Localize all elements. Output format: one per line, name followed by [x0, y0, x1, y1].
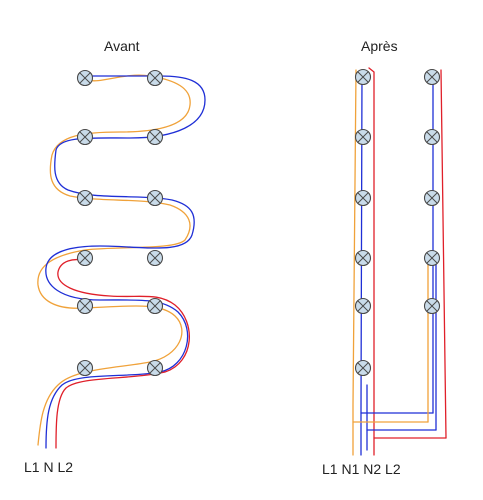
lamp-cross-icon [423, 189, 441, 207]
lamp-cross-icon [354, 359, 372, 377]
after-wiring [352, 67, 447, 456]
lamp-cross-icon [76, 359, 94, 377]
lamp-cross-icon [76, 128, 94, 146]
lamp-cross-icon [423, 68, 441, 86]
lamp-cross-icon [146, 128, 164, 146]
lamps [76, 68, 441, 377]
lamp-cross-icon [76, 69, 94, 87]
lamp-cross-icon [76, 249, 94, 267]
after-wire-n1-left [360, 69, 363, 456]
before-wire-n [45, 75, 206, 449]
lamp-cross-icon [76, 189, 94, 207]
lamp-cross-icon [423, 249, 441, 267]
before-wire-l1 [37, 74, 191, 446]
lamp-cross-icon [76, 297, 94, 315]
before-title: Avant [104, 38, 140, 54]
lamp-cross-icon [146, 69, 164, 87]
lamp-cross-icon [354, 249, 372, 267]
lamp-cross-icon [354, 189, 372, 207]
lamp-cross-icon [146, 249, 164, 267]
lamp-cross-icon [146, 189, 164, 207]
lamp-cross-icon [354, 68, 372, 86]
after-wire-l2-left [368, 67, 375, 456]
after-wire-l2-right [440, 69, 447, 439]
lamp-cross-icon [146, 359, 164, 377]
lamp-cross-icon [423, 297, 441, 315]
before-wire-l2 [55, 258, 190, 449]
lamp-cross-icon [146, 297, 164, 315]
after-title: Après [361, 38, 398, 54]
after-terminal-labels: L1 N1 N2 L2 [322, 461, 401, 477]
before-terminal-labels: L1 N L2 [24, 459, 73, 475]
lamp-cross-icon [354, 297, 372, 315]
lamp-cross-icon [354, 128, 372, 146]
lamp-cross-icon [423, 128, 441, 146]
before-wiring [37, 74, 206, 449]
after-wire-l1-left [352, 69, 357, 456]
